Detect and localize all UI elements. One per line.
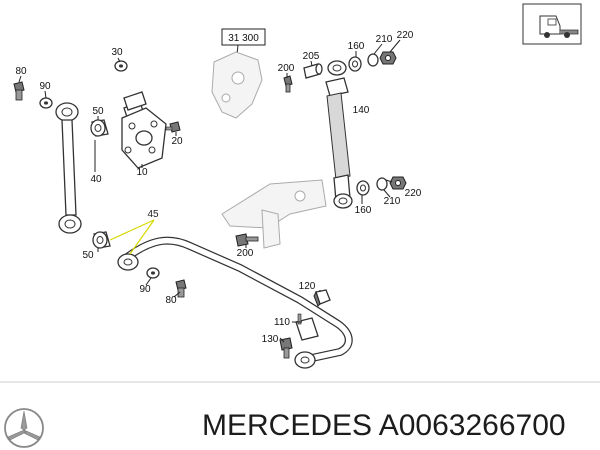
bolt-200-lower	[235, 233, 259, 247]
bracket-10	[121, 91, 167, 169]
mercedes-star-icon	[4, 408, 44, 448]
callout-130: 130	[262, 334, 279, 345]
leader-lines	[18, 39, 401, 343]
callout-200-lower: 200	[237, 248, 254, 259]
callout-90-lower: 90	[139, 284, 151, 295]
washer-90-lower	[146, 267, 160, 279]
lower-bracket	[221, 179, 327, 249]
callout-45: 45	[147, 209, 159, 220]
bolt-80-upper	[13, 81, 25, 101]
callout-labels: 30 80 90 50 40 10 20 200 205 160 210 220…	[15, 30, 421, 345]
callout-160-upper: 160	[348, 41, 365, 52]
shock-absorber	[325, 60, 353, 209]
brand-part-number: MERCEDES A0063266700	[202, 409, 566, 443]
callout-20: 20	[171, 136, 183, 147]
callout-10: 10	[136, 167, 148, 178]
bolt-80-lower	[175, 279, 187, 298]
bushing-50-lower	[92, 231, 111, 249]
callout-90-upper: 90	[39, 81, 51, 92]
nut-120	[313, 289, 331, 307]
bolt-20	[165, 121, 181, 133]
upper-bracket-ghost	[211, 51, 263, 119]
part-number: A0063266700	[378, 409, 566, 442]
washer-30	[114, 60, 128, 72]
callout-50-upper: 50	[92, 106, 104, 117]
washer-90-upper	[39, 97, 53, 109]
clamp-110	[295, 313, 319, 341]
callout-210-upper: 210	[376, 34, 393, 45]
callout-160-lower: 160	[355, 205, 372, 216]
upper-shock-hardware	[283, 51, 397, 93]
callout-205: 205	[303, 51, 320, 62]
link-rod	[55, 102, 82, 234]
callout-110: 110	[274, 317, 290, 328]
callout-140: 140	[353, 105, 370, 116]
callout-30: 30	[111, 47, 123, 58]
stabilizer-bar	[117, 236, 353, 369]
callout-220-lower: 220	[405, 188, 422, 199]
callout-220-upper: 220	[397, 30, 414, 41]
callout-80-lower: 80	[165, 295, 177, 306]
callout-80-upper: 80	[15, 66, 27, 77]
callout-200-upper: 200	[278, 63, 295, 74]
brand-name: MERCEDES	[202, 409, 373, 442]
bushing-50-upper	[90, 119, 109, 137]
truck-cab-icon	[522, 3, 582, 45]
bolt-130	[279, 337, 293, 359]
callout-120: 120	[299, 281, 316, 292]
callout-31300: 31 300	[228, 33, 259, 44]
callout-40: 40	[90, 174, 102, 185]
callout-210-lower: 210	[384, 196, 401, 207]
callout-50-lower: 50	[82, 250, 94, 261]
lower-shock-hardware	[356, 176, 407, 196]
